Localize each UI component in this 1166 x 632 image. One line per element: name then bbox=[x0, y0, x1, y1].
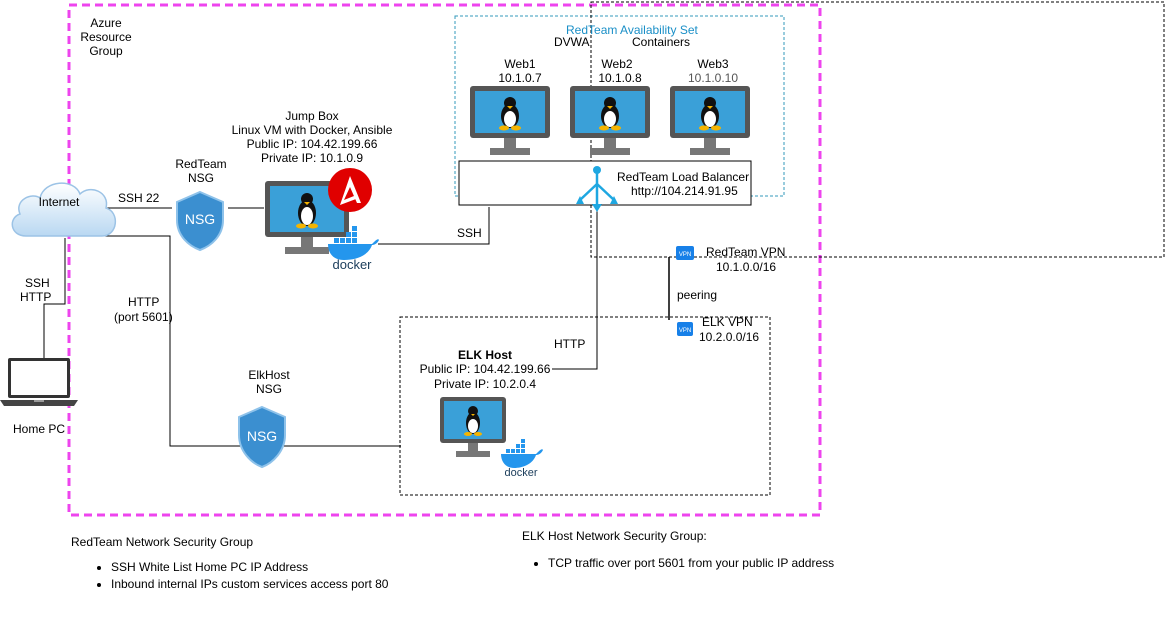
elk-vpn-badge: VPN bbox=[679, 328, 691, 334]
web3-monitor-icon bbox=[670, 86, 750, 155]
resource-group-label: Azure Resource Group bbox=[78, 16, 134, 58]
elk-nsg-label: ElkHost NSG bbox=[238, 368, 300, 396]
dvwa-label: DVWA bbox=[554, 35, 590, 49]
laptop-icon[interactable] bbox=[0, 356, 80, 410]
redteam-nsg-notes-list: SSH White List Home PC IP Address Inboun… bbox=[93, 559, 388, 593]
elk-vnet-border bbox=[399, 316, 771, 496]
home-pc-label: Home PC bbox=[13, 422, 66, 436]
web2-monitor-icon bbox=[570, 86, 650, 155]
web2-name: Web2 bbox=[601, 57, 633, 71]
elk-nsg-label-line2: NSG bbox=[255, 382, 282, 396]
load-balancer-icon[interactable] bbox=[576, 164, 618, 214]
peering-label: peering bbox=[677, 288, 718, 302]
resource-group-border bbox=[67, 3, 822, 517]
resource-group-label-line3: Group bbox=[89, 44, 123, 58]
elk-nsg-notes-list: TCP traffic over port 5601 from your pub… bbox=[530, 555, 834, 572]
jumpbox-private-ip: Private IP: 10.1.0.9 bbox=[260, 151, 364, 165]
load-balancer-url[interactable]: http://104.214.91.95 bbox=[631, 184, 738, 198]
redteam-nsg-notes-title: RedTeam Network Security Group bbox=[71, 535, 254, 549]
resource-group-label-line1: Azure bbox=[90, 16, 122, 30]
elk-host-title: ELK Host bbox=[458, 348, 512, 362]
elk-vpn-name: ELK VPN bbox=[702, 315, 753, 329]
elk-docker-icon: docker bbox=[501, 439, 543, 478]
redteam-nsg-label: RedTeam NSG bbox=[170, 157, 232, 185]
redteam-nsg-badge: NSG bbox=[185, 211, 215, 227]
redteam-nsg-shield-icon[interactable]: NSG bbox=[175, 190, 225, 252]
ssh-jump-label: SSH bbox=[457, 226, 482, 240]
redteam-vpn-badge: VPN bbox=[679, 252, 691, 258]
http-elk-label: HTTP bbox=[554, 337, 586, 351]
elk-host-private-ip: Private IP: 10.2.0.4 bbox=[433, 377, 537, 391]
docker-label-jumpbox: docker bbox=[332, 257, 372, 270]
jumpbox-public-ip: Public IP: 104.42.199.66 bbox=[246, 137, 378, 151]
elk-nsg-badge: NSG bbox=[247, 428, 277, 444]
redteam-nsg-label-line1: RedTeam bbox=[175, 157, 227, 171]
link-internet-home bbox=[43, 238, 66, 358]
redteam-vnet-border bbox=[590, 1, 1165, 258]
link-internet-elknsg bbox=[100, 235, 240, 447]
redteam-nsg-note-item: Inbound internal IPs custom services acc… bbox=[111, 576, 388, 593]
ssh22-label: SSH 22 bbox=[118, 191, 160, 205]
load-balancer-box bbox=[458, 160, 752, 206]
internet-cloud-icon bbox=[11, 182, 116, 237]
ansible-icon bbox=[328, 168, 372, 212]
web3-ip: 10.1.0.10 bbox=[687, 71, 739, 85]
link-jumpbox-lb bbox=[378, 207, 490, 245]
resource-group-label-line2: Resource bbox=[80, 30, 132, 44]
redteam-nsg-label-line2: NSG bbox=[187, 171, 214, 185]
elk-nsg-notes-title: ELK Host Network Security Group: bbox=[522, 529, 707, 543]
elk-nsg-label-line1: ElkHost bbox=[248, 368, 290, 382]
http-5601-label-2: (port 5601) bbox=[114, 310, 173, 324]
redteam-nsg-note-item: SSH White List Home PC IP Address bbox=[111, 559, 388, 576]
internet-label: Internet bbox=[38, 195, 80, 209]
redteam-vpn-icon: VPN bbox=[676, 246, 694, 260]
jumpbox-desc: Linux VM with Docker, Ansible bbox=[231, 123, 393, 137]
docker-icon: docker bbox=[328, 226, 379, 270]
elk-host-public-ip: Public IP: 104.42.199.66 bbox=[419, 362, 551, 376]
web3-name: Web3 bbox=[697, 57, 729, 71]
redteam-vpn-name: RedTeam VPN bbox=[706, 245, 786, 259]
web1-name: Web1 bbox=[504, 57, 536, 71]
docker-label-elk: docker bbox=[504, 467, 537, 478]
availability-set-title: RedTeam Availability Set bbox=[566, 23, 698, 37]
web1-monitor-icon bbox=[470, 86, 550, 155]
http-5601-label-1: HTTP bbox=[128, 295, 160, 309]
redteam-vpn-cidr: 10.1.0.0/16 bbox=[716, 260, 777, 274]
web2-ip: 10.1.0.8 bbox=[598, 71, 642, 85]
elk-nsg-shield-icon[interactable]: NSG bbox=[237, 405, 287, 469]
web1-ip: 10.1.0.7 bbox=[498, 71, 542, 85]
elk-nsg-note-item: TCP traffic over port 5601 from your pub… bbox=[548, 555, 834, 572]
elk-vpn-cidr: 10.2.0.0/16 bbox=[699, 330, 760, 344]
home-ssh-label: SSH bbox=[25, 276, 50, 290]
containers-label: Containers bbox=[632, 35, 691, 49]
home-http-label: HTTP bbox=[20, 290, 52, 304]
elk-host-monitor-icon[interactable] bbox=[440, 397, 506, 459]
elk-vpn-icon: VPN bbox=[677, 322, 693, 336]
link-lb-elk bbox=[552, 205, 598, 370]
jumpbox-title: Jump Box bbox=[285, 109, 339, 123]
load-balancer-name: RedTeam Load Balancer bbox=[617, 170, 750, 184]
availability-set-border bbox=[454, 15, 785, 197]
